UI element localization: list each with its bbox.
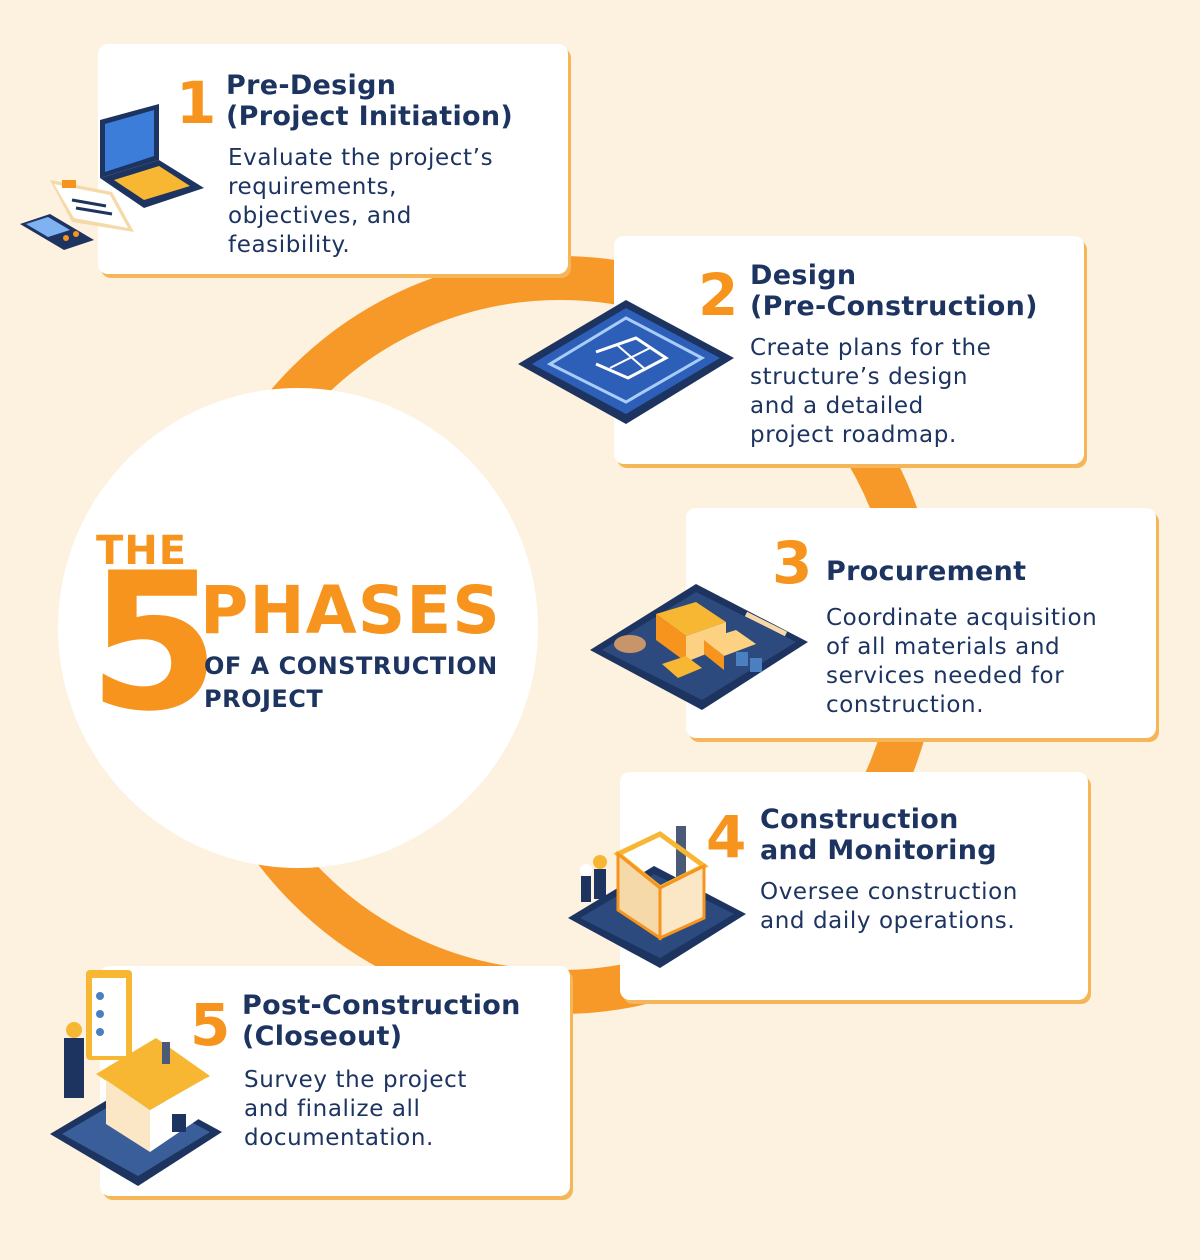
laptop-checklist-icon [20, 104, 204, 250]
phase-title-3: Procurement [826, 556, 1027, 587]
title-circle [58, 388, 538, 868]
title-number: 5 [88, 532, 220, 753]
building-materials-icon [590, 584, 808, 710]
phase-title-5: Post-Construction (Closeout) [242, 990, 521, 1052]
phase-number-1: 1 [176, 69, 217, 137]
phase-description-5: Survey the project and finalize all docu… [244, 1067, 467, 1151]
blueprint-icon [518, 300, 734, 424]
phase-title-2: Design (Pre-Construction) [750, 260, 1038, 322]
phase-number-4: 4 [706, 803, 747, 871]
title-subtitle: OF A CONSTRUCTION PROJECT [204, 652, 498, 713]
phase-card-1 [98, 44, 568, 274]
finished-house-inspector-icon [50, 970, 222, 1186]
phase-description-4: Oversee construction and daily operation… [760, 879, 1018, 934]
phase-description-1: Evaluate the project’s requirements, obj… [228, 145, 494, 258]
phase-description-3: Coordinate acquisition of all materials … [826, 605, 1098, 718]
phase-number-2: 2 [698, 261, 739, 329]
phase-number-3: 3 [772, 529, 813, 597]
title-phases: PHASES [200, 572, 501, 649]
phase-description-2: Create plans for the structure’s design … [750, 335, 992, 448]
house-framing-workers-icon [568, 826, 746, 968]
title-the: THE [96, 528, 188, 574]
phase-title-1: Pre-Design (Project Initiation) [226, 70, 514, 132]
phase-title-4: Construction and Monitoring [760, 804, 997, 866]
phase-number-5: 5 [190, 991, 231, 1059]
